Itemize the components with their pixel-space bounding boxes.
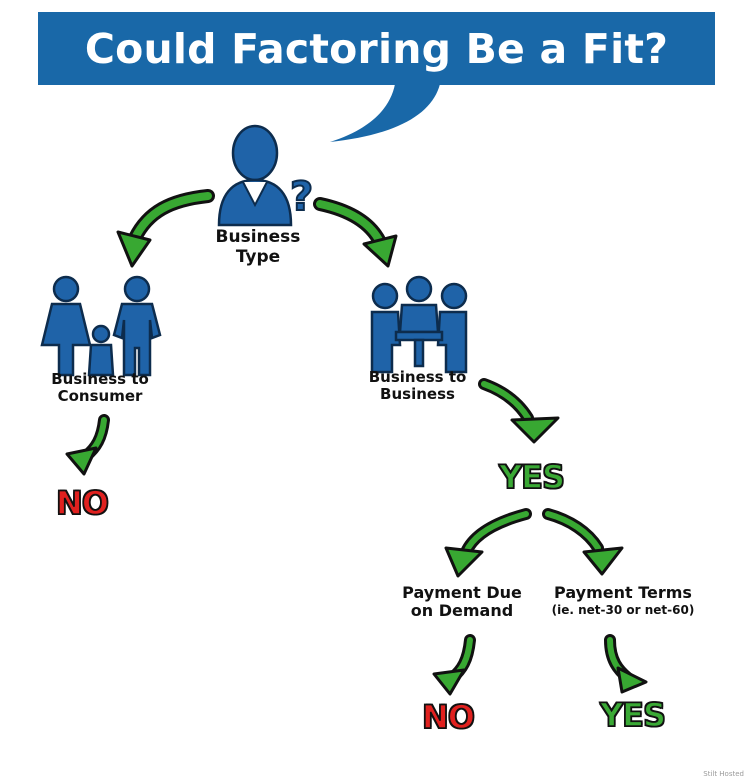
arrow-root-to-b2b [313,197,398,268]
node-b2c: Business to Consumer [40,370,160,406]
arrow-b2b-to-yes [478,378,560,444]
arrow-yes-to-due [444,508,532,578]
arrow-b2c-to-no [65,414,110,476]
answer-b2c-no: NO [55,483,109,523]
svg-text:?: ? [290,174,313,220]
meeting-icon [370,275,468,374]
page-title: Could Factoring Be a Fit? [84,24,669,73]
node-due-line2: on Demand [410,601,514,621]
node-terms-line2: (ie. net-30 or net-60) [551,603,695,618]
node-b2b-line2: Business [380,385,455,404]
answer-terms-yes: YES [599,695,667,735]
watermark: Stilt Hosted [703,770,744,778]
answer-due-no: NO [421,697,475,737]
speech-bubble-tail [330,84,440,142]
node-b2b-line1: Business to [368,368,467,386]
node-b2b: Business to Business [355,368,480,404]
arrow-due-to-no [432,634,476,696]
arrow-yes-to-terms [542,508,624,576]
node-business-type: Business Type [208,227,308,267]
arrow-terms-to-yes [604,634,648,694]
family-icon [40,275,162,377]
arrow-root-to-b2c [116,189,215,268]
node-b2c-line2: Consumer [57,387,143,406]
node-payment-due-on-demand: Payment Due on Demand [392,583,532,621]
node-due-line1: Payment Due [402,583,522,602]
node-payment-terms: Payment Terms (ie. net-30 or net-60) [540,583,706,618]
node-business-type-line1: Business [215,227,301,247]
business-type-icon: ? [217,124,314,227]
answer-b2b-yes: YES [498,457,566,497]
title-banner: Could Factoring Be a Fit? [38,12,715,85]
node-terms-line1: Payment Terms [554,583,692,602]
node-b2c-line1: Business to [51,370,149,388]
node-business-type-line2: Type [235,246,281,267]
